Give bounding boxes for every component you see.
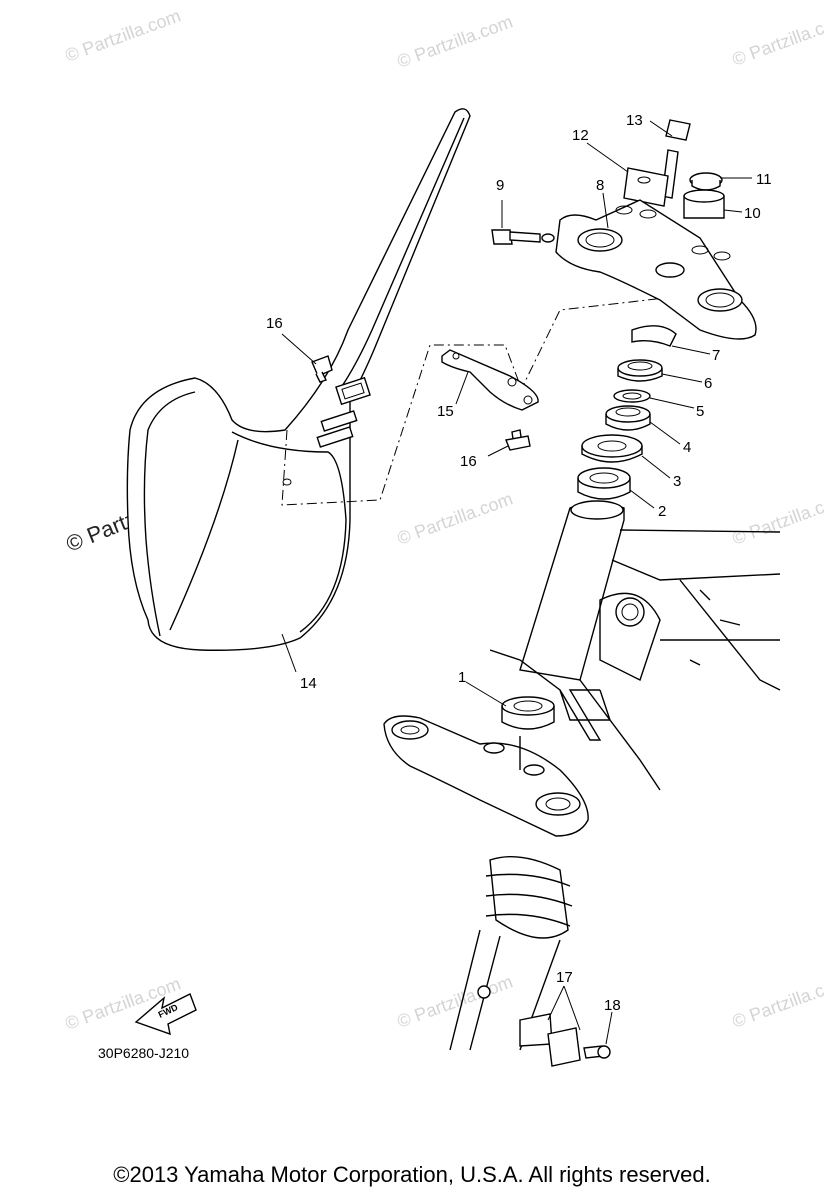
watermark-text: © Partzilla.com [730, 488, 824, 548]
ring-nut-6 [617, 359, 663, 382]
nut-10 [683, 189, 725, 219]
washer-5 [613, 389, 651, 403]
part-number-2: 2 [658, 503, 666, 520]
lock-washer-7 [631, 325, 677, 347]
watermark-text: © Partzilla.com [730, 971, 824, 1031]
number-plate [126, 108, 471, 651]
leader-lines [281, 120, 752, 1045]
bearing-2 [577, 467, 631, 500]
bolt-9 [491, 229, 555, 245]
copyright-notice: ©2013 Yamaha Motor Corporation, U.S.A. A… [113, 1162, 711, 1187]
part-number-8: 8 [596, 177, 604, 194]
bracket-15 [441, 349, 539, 411]
watermark-text: © Partzilla.com [63, 5, 184, 65]
bolt-16-lower [505, 429, 531, 451]
part-number-1: 1 [458, 669, 466, 686]
part-number-3: 3 [673, 473, 681, 490]
bolt-18 [583, 1045, 611, 1059]
clamp-12 [623, 167, 669, 207]
watermark-text: © Partzilla.com [395, 488, 516, 548]
fork-boot [449, 855, 573, 1051]
part-number-12: 12 [572, 127, 589, 144]
upper-triple-clamp-8 [555, 199, 757, 340]
part-number-10: 10 [744, 205, 761, 222]
watermark-text: © Partzilla.com [730, 9, 824, 69]
bearing-1 [501, 696, 555, 730]
part-number-17: 17 [556, 969, 573, 986]
part-number-11: 11 [756, 171, 772, 188]
ring-nut-4 [605, 405, 651, 431]
part-number-18: 18 [604, 997, 621, 1014]
fwd-arrow-icon: FWD [134, 993, 197, 1036]
part-number-14: 14 [300, 675, 317, 692]
lower-triple-clamp [383, 715, 589, 837]
part-number-5: 5 [696, 403, 704, 420]
diagram-code: 30P6280-J210 [98, 1045, 189, 1061]
bolt-16-upper [311, 355, 333, 383]
watermark-text: © Partzilla.com [395, 971, 516, 1031]
part-number-16-upper: 16 [266, 315, 283, 332]
part-number-15: 15 [437, 403, 454, 420]
cap-11 [689, 172, 723, 191]
dust-seal-3 [581, 434, 643, 463]
part-labels: 1 2 3 4 5 6 7 8 9 10 11 12 13 14 15 16 1… [266, 112, 772, 1014]
watermark-text: © Partzilla.com [395, 11, 516, 71]
part-number-13: 13 [626, 112, 643, 129]
part-number-7: 7 [712, 347, 720, 364]
part-number-4: 4 [683, 439, 691, 456]
frame-steering-head [489, 500, 781, 791]
part-number-6: 6 [704, 375, 712, 392]
clamps-17 [477, 985, 581, 1067]
part-number-16-lower: 16 [460, 453, 477, 470]
part-number-9: 9 [496, 177, 504, 194]
